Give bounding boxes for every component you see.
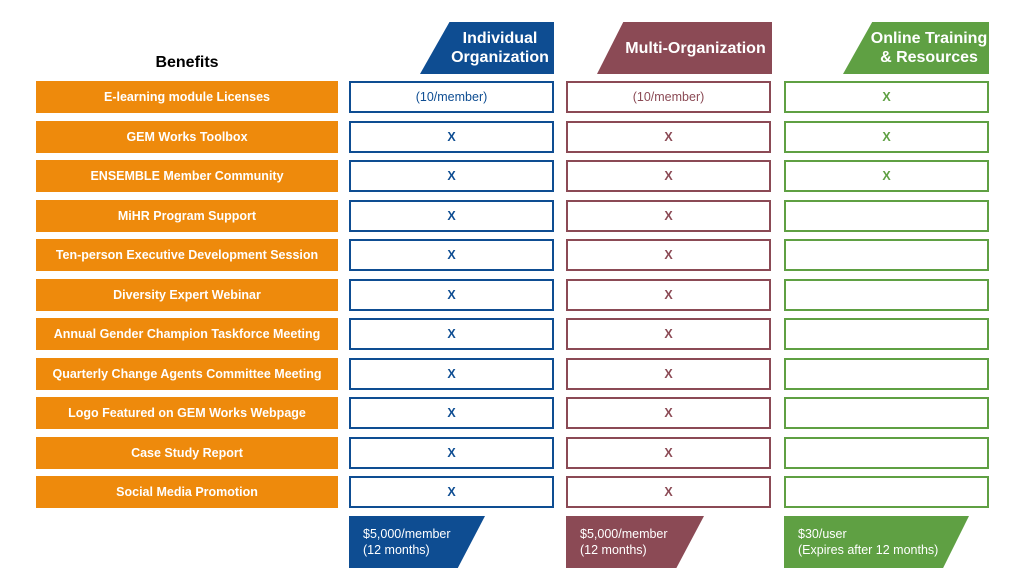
price-tag-individual: $5,000/member (12 months) xyxy=(349,516,485,568)
cell-individual: X xyxy=(349,239,554,271)
cell-individual: X xyxy=(349,160,554,192)
benefit-label: Annual Gender Champion Taskforce Meeting xyxy=(36,318,338,350)
plan-name: Multi-Organization xyxy=(625,39,766,57)
cell-individual: X xyxy=(349,437,554,469)
cell-individual: X xyxy=(349,279,554,311)
plan-header-multi: Multi-Organization xyxy=(597,22,772,74)
benefit-label: Logo Featured on GEM Works Webpage xyxy=(36,397,338,429)
plan-name: Online Training & Resources xyxy=(870,30,988,66)
cell-multi: X xyxy=(566,318,771,350)
cell-multi: X xyxy=(566,397,771,429)
cell-online: X xyxy=(784,160,989,192)
cell-individual: X xyxy=(349,318,554,350)
cell-online xyxy=(784,239,989,271)
plan-header-individual: Individual Organization xyxy=(420,22,554,74)
cell-individual: X xyxy=(349,358,554,390)
benefit-label: GEM Works Toolbox xyxy=(36,121,338,153)
price-tag-online: $30/user (Expires after 12 months) xyxy=(784,516,969,568)
cell-individual: X xyxy=(349,397,554,429)
cell-multi: X xyxy=(566,160,771,192)
cell-online xyxy=(784,476,989,508)
cell-online xyxy=(784,279,989,311)
cell-online xyxy=(784,397,989,429)
benefit-label: Quarterly Change Agents Committee Meetin… xyxy=(36,358,338,390)
plan-header-online: Online Training & Resources xyxy=(843,22,989,74)
price-text: $30/user (Expires after 12 months) xyxy=(798,527,939,557)
cell-multi: X xyxy=(566,358,771,390)
price-tag-multi: $5,000/member (12 months) xyxy=(566,516,704,568)
cell-online xyxy=(784,200,989,232)
cell-multi: X xyxy=(566,476,771,508)
benefit-label: Social Media Promotion xyxy=(36,476,338,508)
benefit-label: MiHR Program Support xyxy=(36,200,338,232)
cell-multi: X xyxy=(566,437,771,469)
benefit-label: ENSEMBLE Member Community xyxy=(36,160,338,192)
price-text: $5,000/member (12 months) xyxy=(363,527,451,557)
benefit-label: Ten-person Executive Development Session xyxy=(36,239,338,271)
cell-online xyxy=(784,358,989,390)
cell-online xyxy=(784,437,989,469)
cell-individual: X xyxy=(349,200,554,232)
cell-online xyxy=(784,318,989,350)
cell-online: X xyxy=(784,81,989,113)
cell-multi: (10/member) xyxy=(566,81,771,113)
cell-multi: X xyxy=(566,200,771,232)
cell-individual: (10/member) xyxy=(349,81,554,113)
benefit-label: Case Study Report xyxy=(36,437,338,469)
cell-individual: X xyxy=(349,476,554,508)
cell-multi: X xyxy=(566,121,771,153)
price-text: $5,000/member (12 months) xyxy=(580,527,668,557)
cell-multi: X xyxy=(566,239,771,271)
benefit-label: Diversity Expert Webinar xyxy=(36,279,338,311)
cell-multi: X xyxy=(566,279,771,311)
benefit-label: E-learning module Licenses xyxy=(36,81,338,113)
plan-name: Individual Organization xyxy=(451,30,549,66)
benefits-heading: Benefits xyxy=(155,54,219,71)
cell-individual: X xyxy=(349,121,554,153)
cell-online: X xyxy=(784,121,989,153)
